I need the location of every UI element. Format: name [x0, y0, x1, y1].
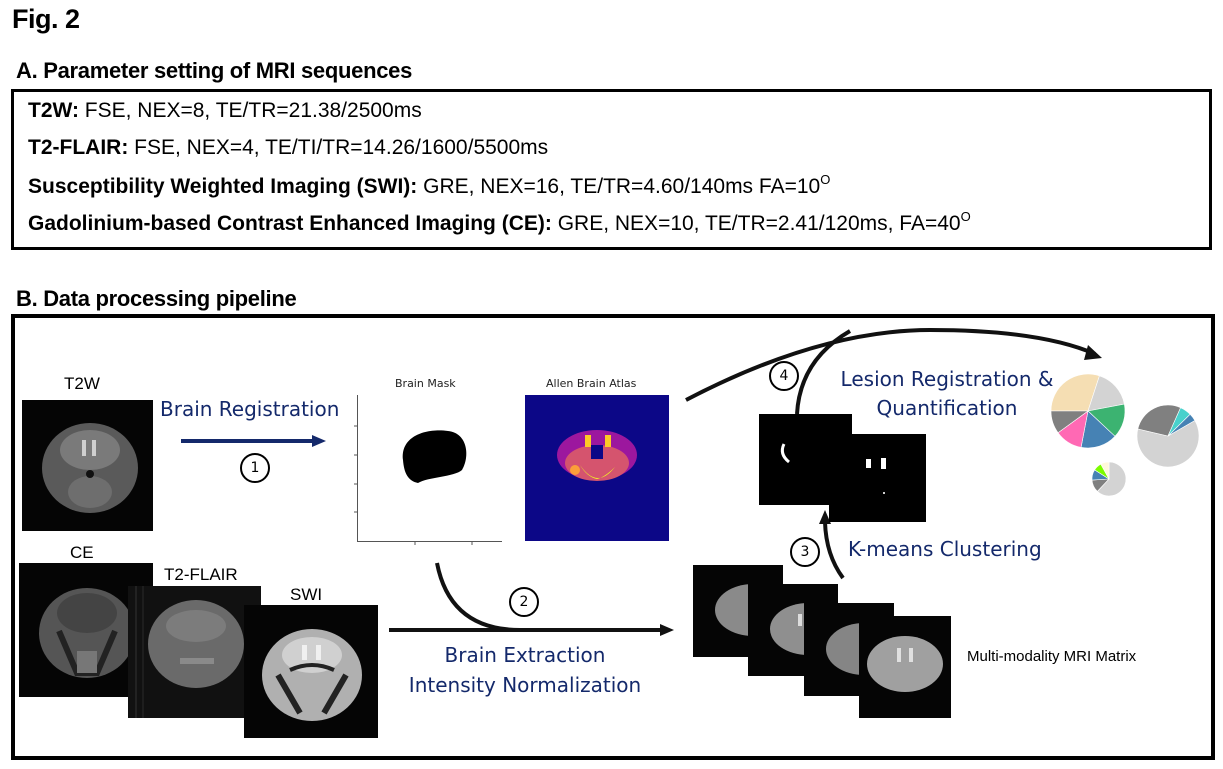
param-sequence-name: Susceptibility Weighted Imaging (SWI): — [28, 175, 418, 198]
step-3-badge: 3 — [790, 537, 820, 567]
param-row-t2w: T2W: FSE, NEX=8, TE/TR=21.38/2500ms — [28, 99, 422, 123]
pie-large — [1050, 373, 1126, 449]
pie-slice — [1050, 373, 1100, 412]
param-row-ce: Gadolinium-based Contrast Enhanced Imagi… — [28, 209, 971, 236]
step-4-label-line1: Lesion Registration & — [840, 367, 1054, 391]
section-b-title: B. Data processing pipeline — [16, 286, 297, 311]
pie-slice — [1137, 404, 1182, 437]
step-4-badge: 4 — [769, 361, 799, 391]
param-values: FSE, NEX=8, TE/TR=21.38/2500ms — [78, 99, 422, 122]
swi-label: SWI — [290, 585, 323, 604]
lesion-mask-2 — [829, 434, 926, 522]
degree-symbol: O — [960, 209, 971, 224]
step-2-label-line1: Brain Extraction — [444, 643, 606, 667]
ce-brain-slice — [39, 588, 135, 678]
brain-mask-shape — [354, 425, 473, 545]
pie-slice — [1096, 461, 1127, 497]
figure-title: Fig. 2 — [12, 4, 80, 34]
t2w-image — [22, 400, 153, 531]
param-sequence-name: Gadolinium-based Contrast Enhanced Imagi… — [28, 212, 552, 235]
param-row-swi: Susceptibility Weighted Imaging (SWI): G… — [28, 172, 830, 199]
step-1-badge: 1 — [240, 453, 270, 483]
param-values: FSE, NEX=4, TE/TI/TR=14.26/1600/5500ms — [128, 136, 549, 159]
atlas-brain-regions — [557, 430, 637, 481]
pipeline-panel — [11, 314, 1215, 760]
parameter-table: T2W: FSE, NEX=8, TE/TR=21.38/2500ms T2-F… — [11, 89, 1212, 250]
step-1-label: Brain Registration — [160, 397, 340, 421]
swi-image — [244, 605, 378, 738]
step-2-label-line2: Intensity Normalization — [408, 673, 642, 697]
pie-slice — [1167, 413, 1196, 437]
t2w-label: T2W — [64, 374, 100, 393]
param-sequence-name: T2-FLAIR: — [28, 136, 129, 159]
pie-medium — [1136, 404, 1200, 468]
lesion-spot-1 — [780, 443, 790, 464]
atlas-title: Allen Brain Atlas — [546, 377, 637, 390]
step-3-label: K-means Clustering — [848, 537, 1042, 561]
t2flair-brain-slice — [135, 586, 244, 718]
param-values: GRE, NEX=16, TE/TR=4.60/140ms FA=10 — [417, 175, 821, 198]
param-sequence-name: T2W: — [28, 99, 79, 122]
section-a-title: A. Parameter setting of MRI sequences — [16, 58, 413, 83]
ce-label: CE — [70, 543, 94, 562]
brain-mask-title: Brain Mask — [395, 377, 456, 390]
pie-slice — [1136, 420, 1200, 468]
step-2-badge: 2 — [509, 587, 539, 617]
pie-slice — [1100, 461, 1110, 480]
matrix-label: Multi-modality MRI Matrix — [967, 648, 1137, 665]
pie-small — [1091, 461, 1127, 497]
t2flair-image — [128, 586, 261, 718]
matrix-slice-4 — [859, 616, 951, 718]
allen-atlas-image — [525, 395, 669, 541]
step-4-label-line2: Quantification — [876, 396, 1018, 420]
param-row-t2flair: T2-FLAIR: FSE, NEX=4, TE/TI/TR=14.26/160… — [28, 136, 548, 160]
lesion-spot-2 — [866, 458, 886, 494]
pie-slice — [1050, 410, 1089, 434]
degree-symbol: O — [820, 172, 831, 187]
swi-brain-slice — [262, 629, 362, 721]
matrix-brain-4 — [867, 636, 943, 692]
param-values: GRE, NEX=10, TE/TR=2.41/120ms, FA=40 — [551, 212, 961, 235]
brain-mask-plot — [354, 395, 502, 545]
t2flair-label: T2-FLAIR — [164, 565, 238, 584]
t2w-brain-slice — [42, 423, 138, 513]
